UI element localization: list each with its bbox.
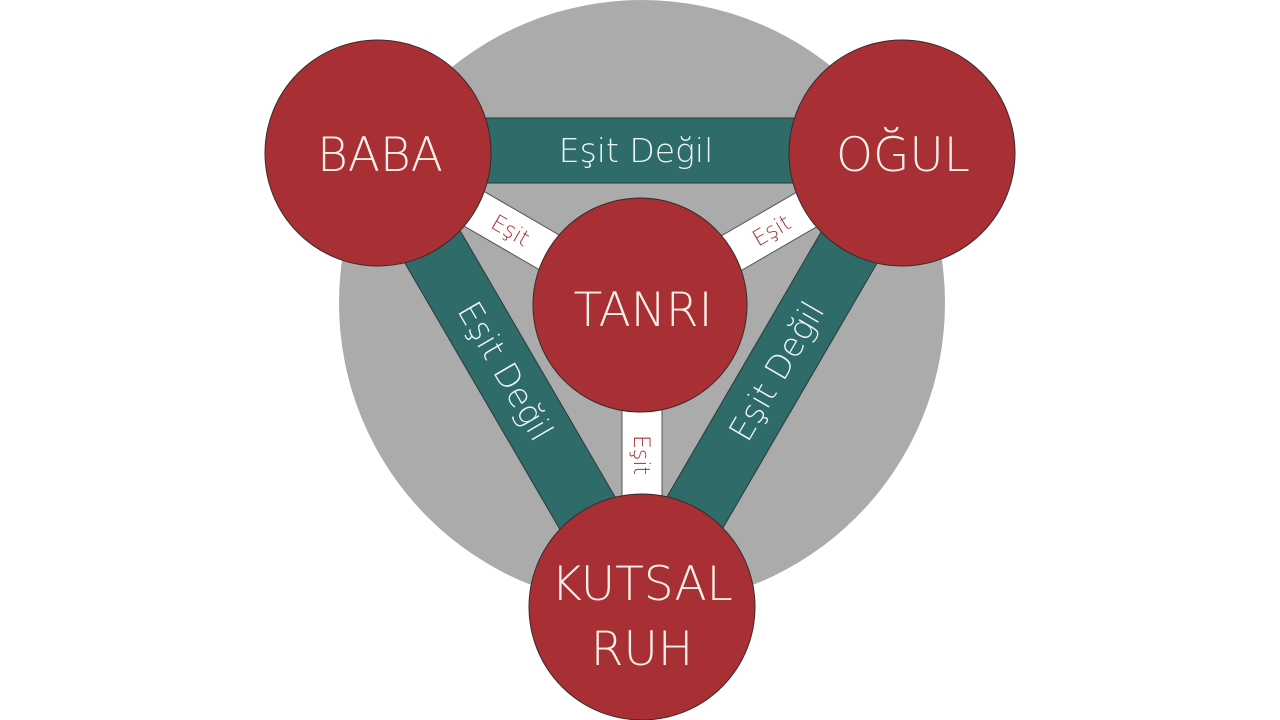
node-holy-spirit: KUTSAL RUH — [528, 493, 756, 720]
node-father-label: BABA — [317, 128, 443, 183]
node-son: OĞUL — [788, 39, 1016, 267]
bar-spirit-god-label: Eşit — [628, 435, 653, 475]
node-son-label: OĞUL — [836, 128, 970, 183]
node-father: BABA — [264, 39, 492, 267]
band-father-son-label: Eşit Değil — [559, 131, 714, 170]
node-god-label: TANRI — [574, 283, 713, 338]
node-holy-spirit-label-line2: RUH — [591, 622, 693, 677]
node-holy-spirit-label-line1: KUTSAL — [551, 557, 733, 612]
node-god: TANRI — [532, 197, 748, 413]
